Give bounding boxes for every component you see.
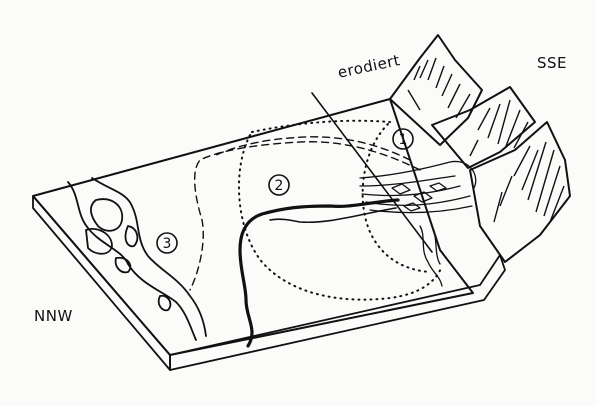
- direction-label-sse: SSE: [537, 54, 567, 72]
- zone-number-1: 1: [399, 132, 408, 148]
- block-side-face: [170, 255, 505, 370]
- zone-marker-2: 2: [269, 175, 289, 195]
- zone-marker-3: 3: [157, 233, 177, 253]
- river-tributary: [270, 208, 396, 222]
- zone-number-2: 2: [275, 178, 284, 194]
- direction-label-nnw: NNW: [34, 307, 73, 325]
- zone-boundary-outer: [239, 135, 442, 300]
- zone-marker-1: 1: [393, 129, 413, 149]
- abandoned-channel-dashed: [190, 142, 420, 290]
- block-front-face: [33, 196, 170, 370]
- zone-number-3: 3: [163, 236, 172, 252]
